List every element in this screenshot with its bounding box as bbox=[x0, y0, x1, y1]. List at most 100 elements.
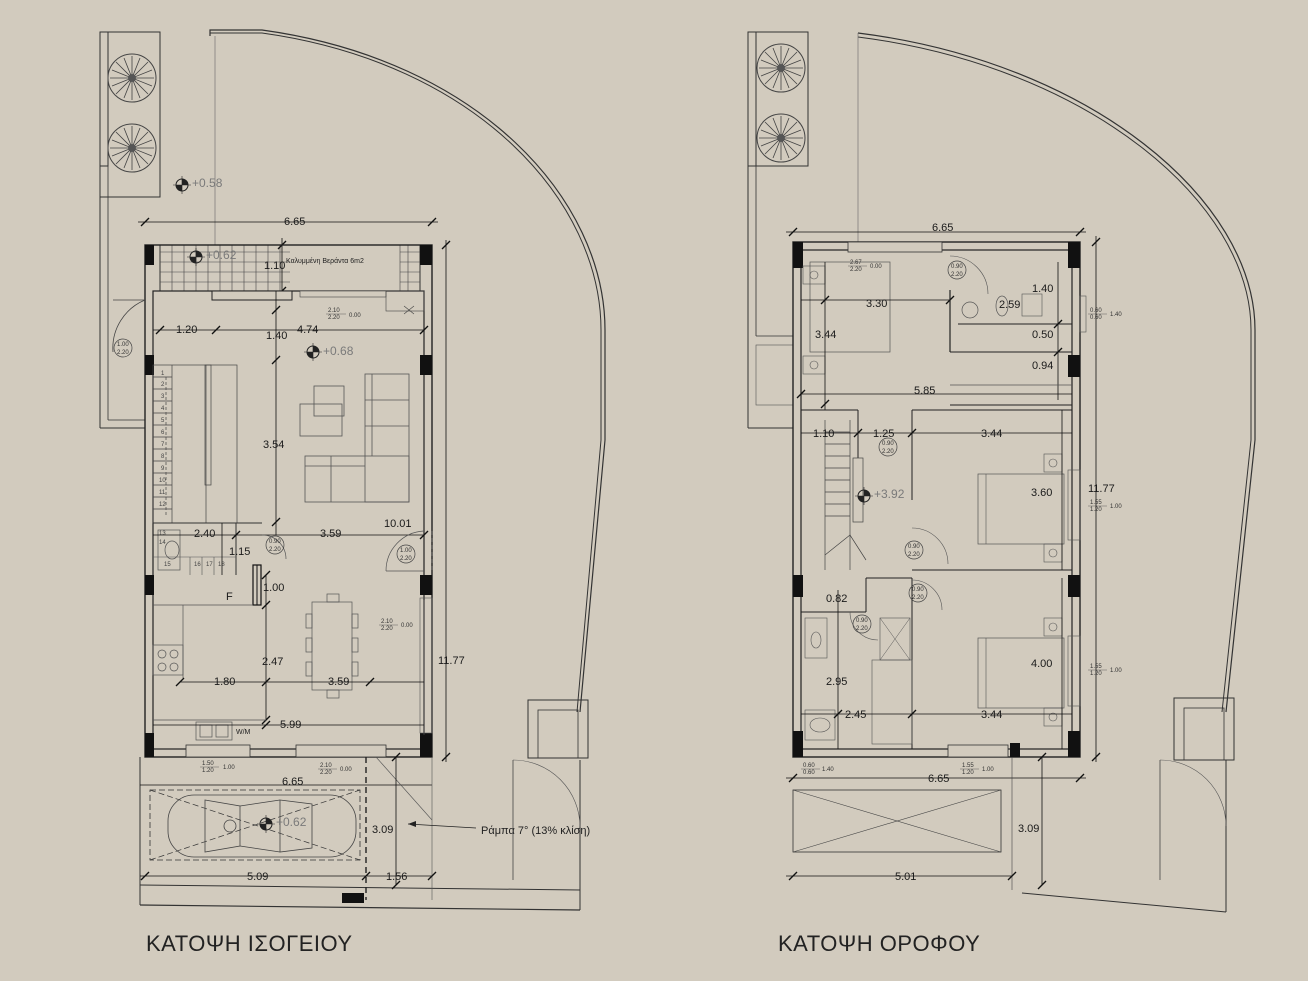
svg-text:1.20: 1.20 bbox=[202, 768, 214, 774]
svg-text:15: 15 bbox=[164, 562, 171, 568]
dimension-label: 1.56 bbox=[386, 871, 407, 883]
ground-floor-plan: +0.58 6.65 +0.62 Καλυμμένη Βεράντα 6m2 1… bbox=[99, 29, 606, 911]
svg-text:17: 17 bbox=[206, 562, 213, 568]
level-label: +0.68 bbox=[323, 344, 354, 358]
svg-text:0.90: 0.90 bbox=[882, 441, 894, 447]
svg-text:4: 4 bbox=[161, 406, 165, 412]
dimension-label: 1.15 bbox=[229, 546, 250, 558]
ramp-note: Ράμπα 7° (13% κλίση) bbox=[481, 825, 590, 837]
dimension-label: 3.60 bbox=[1031, 487, 1052, 499]
dimension-label: 1.25 bbox=[873, 428, 894, 440]
svg-text:2.10: 2.10 bbox=[381, 619, 393, 625]
dimension-label: 1.20 bbox=[176, 324, 197, 336]
ground-floor-title: ΚΑΤΟΨΗ ΙΣΟΓΕΙΟΥ bbox=[146, 931, 353, 956]
stair-numbers: 1 2 3 4 5 6 7 8 9 10 11 12 13 14 15 16 1… bbox=[159, 371, 225, 568]
dimension-label: 3.09 bbox=[372, 824, 393, 836]
door-tag: 0.90 2.20 bbox=[904, 540, 924, 560]
dimension-label: 1.10 bbox=[813, 428, 834, 440]
dimension-label: 6.65 bbox=[282, 776, 303, 788]
svg-text:0.90: 0.90 bbox=[951, 264, 963, 270]
svg-text:0.00: 0.00 bbox=[401, 623, 413, 629]
car-icon bbox=[167, 794, 357, 858]
dimension-label: 1.40 bbox=[1032, 283, 1053, 295]
level-label: +3.92 bbox=[874, 487, 905, 501]
svg-text:1.00: 1.00 bbox=[982, 767, 994, 773]
dimension-label: 5.09 bbox=[247, 871, 268, 883]
svg-text:10: 10 bbox=[159, 478, 166, 484]
tree-icon bbox=[756, 43, 806, 93]
washing-machine-label: W/M bbox=[236, 729, 251, 736]
svg-text:0.60: 0.60 bbox=[803, 770, 815, 776]
dimension-label: 11.77 bbox=[438, 655, 465, 667]
door-tag: 0.90 2.20 bbox=[878, 437, 898, 457]
svg-text:2.20: 2.20 bbox=[269, 547, 281, 553]
svg-text:0.90: 0.90 bbox=[908, 544, 920, 550]
svg-text:0.90: 0.90 bbox=[856, 618, 868, 624]
level-label: +0.58 bbox=[192, 176, 223, 190]
dimension-label: 1.80 bbox=[214, 676, 235, 688]
door-tag: 2.10 2.20 0.00 bbox=[318, 763, 352, 776]
dimension-label: 6.65 bbox=[932, 222, 953, 234]
svg-text:8: 8 bbox=[161, 454, 165, 460]
dimension-label: 3.44 bbox=[815, 329, 836, 341]
veranda-tiles bbox=[160, 245, 420, 291]
level-marker-icon bbox=[854, 486, 874, 506]
dimension-label: 0.82 bbox=[826, 593, 847, 605]
dimension-label: 3.44 bbox=[981, 709, 1002, 721]
door-tag: 1.00 2.20 bbox=[113, 338, 133, 358]
kitchen-furniture bbox=[152, 604, 266, 741]
sofa-furniture bbox=[299, 373, 410, 503]
dimension-label: 11.77 bbox=[1088, 483, 1115, 495]
door-tag: 1.50 1.20 1.00 bbox=[200, 761, 235, 774]
door-tag: 0.60 0.60 1.40 bbox=[1088, 308, 1122, 321]
upper-floor-plan: 6.65 2.67 2.20 0.00 3.44 3.30 bbox=[747, 31, 1256, 913]
door-tag: 2.10 2.20 0.00 bbox=[326, 308, 361, 321]
dimension-label: 3.59 bbox=[328, 676, 349, 688]
svg-text:2.20: 2.20 bbox=[117, 350, 129, 356]
veranda-label: Καλυμμένη Βεράντα 6m2 bbox=[286, 257, 364, 265]
svg-text:1.00: 1.00 bbox=[400, 548, 412, 554]
level-marker-icon bbox=[186, 247, 206, 267]
svg-text:1.40: 1.40 bbox=[822, 767, 834, 773]
fridge-label: F bbox=[226, 591, 233, 603]
svg-text:0.90: 0.90 bbox=[269, 539, 281, 545]
dimension-label: 1.40 bbox=[266, 330, 287, 342]
dimension-label: 5.99 bbox=[280, 719, 301, 731]
door-tag: 1.55 1.20 1.00 bbox=[960, 763, 994, 776]
door-tag: 2.67 2.20 0.00 bbox=[848, 260, 882, 273]
svg-text:12: 12 bbox=[159, 502, 166, 508]
door-tag: 0.90 2.20 bbox=[947, 260, 967, 280]
door-tag: 0.60 0.60 1.40 bbox=[801, 763, 834, 776]
svg-text:0.00: 0.00 bbox=[349, 313, 361, 319]
door-tag: 1.00 2.20 bbox=[396, 544, 416, 564]
dimension-label: 6.65 bbox=[928, 773, 949, 785]
svg-text:0.00: 0.00 bbox=[870, 264, 882, 270]
door-tag: 2.10 2.20 0.00 bbox=[379, 619, 413, 632]
svg-text:11: 11 bbox=[159, 490, 166, 496]
dimension-label: 0.50 bbox=[1032, 329, 1053, 341]
staircase bbox=[824, 420, 867, 570]
dimension-label: 2.47 bbox=[262, 656, 283, 668]
svg-text:1.00: 1.00 bbox=[1110, 504, 1122, 510]
svg-text:13: 13 bbox=[159, 531, 166, 537]
svg-text:1.40: 1.40 bbox=[1110, 312, 1122, 318]
svg-text:14: 14 bbox=[159, 540, 166, 546]
svg-text:7: 7 bbox=[161, 442, 165, 448]
dimension-label: 4.00 bbox=[1031, 658, 1052, 670]
level-marker-icon bbox=[256, 814, 276, 834]
dimension-label: 3.54 bbox=[263, 439, 284, 451]
dimension-label: 0.94 bbox=[1032, 360, 1053, 372]
svg-text:2.20: 2.20 bbox=[328, 315, 340, 321]
svg-text:2.20: 2.20 bbox=[912, 595, 924, 601]
svg-text:1.20: 1.20 bbox=[1090, 671, 1102, 677]
svg-text:3: 3 bbox=[161, 394, 165, 400]
tree-icon bbox=[107, 123, 157, 173]
door-tag: 0.90 2.20 bbox=[908, 583, 928, 603]
svg-text:1.55: 1.55 bbox=[1090, 664, 1102, 670]
svg-text:1: 1 bbox=[161, 371, 165, 377]
dining-table bbox=[305, 593, 359, 699]
dimension-label: 5.85 bbox=[914, 385, 935, 397]
svg-text:1.00: 1.00 bbox=[117, 342, 129, 348]
